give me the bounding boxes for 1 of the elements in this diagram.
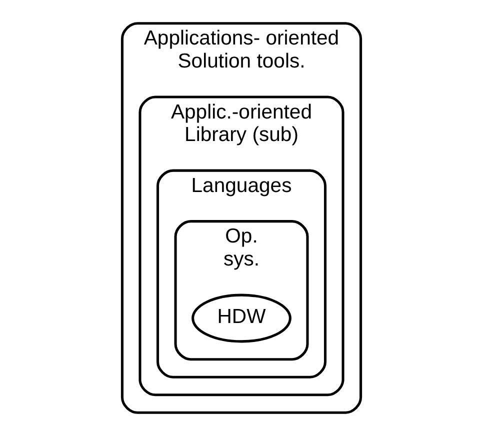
node-ellipse: HDW — [192, 294, 292, 343]
